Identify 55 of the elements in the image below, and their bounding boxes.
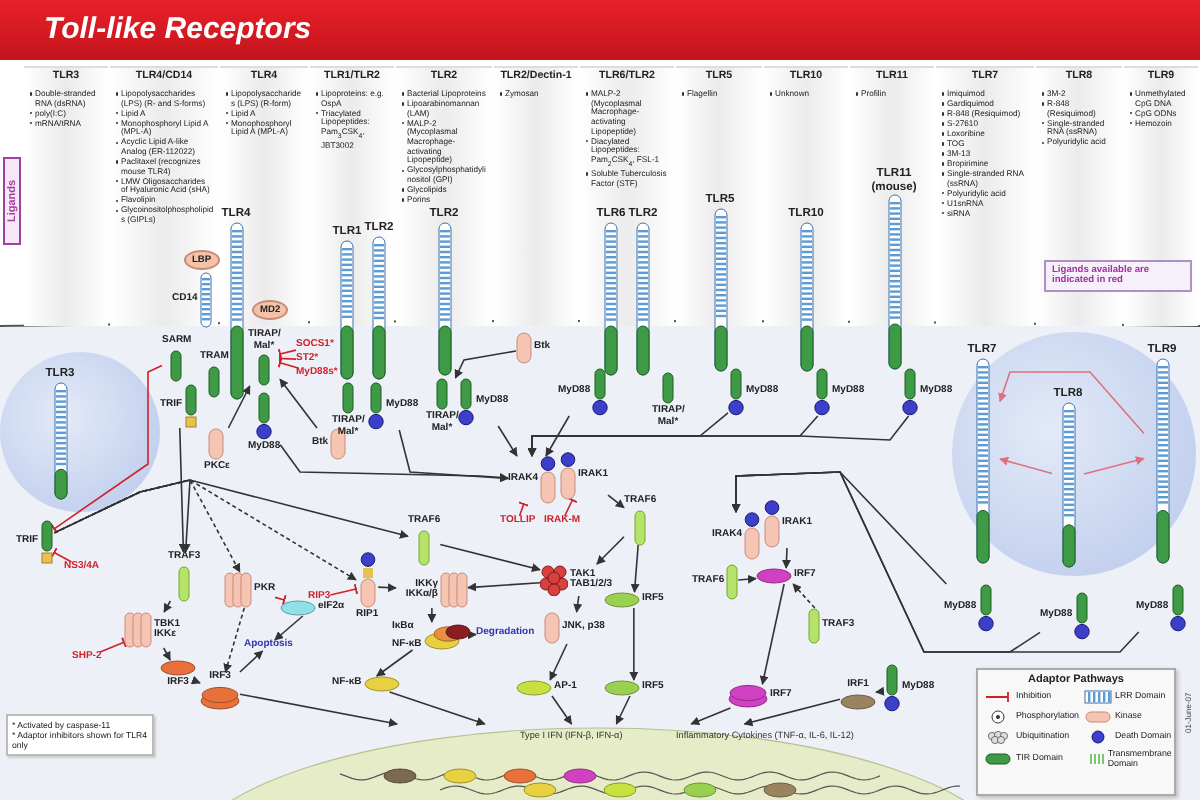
arrow bbox=[274, 615, 304, 641]
arrow bbox=[999, 456, 1053, 475]
arrow bbox=[375, 649, 414, 677]
arrow bbox=[467, 630, 477, 640]
arrow bbox=[782, 547, 791, 569]
arrow bbox=[607, 494, 625, 509]
arrow bbox=[279, 378, 318, 429]
inhibition-line bbox=[278, 352, 297, 365]
arrow bbox=[1083, 456, 1145, 475]
arrow bbox=[690, 707, 732, 726]
inhibition-line bbox=[50, 364, 163, 534]
arrow bbox=[439, 543, 541, 573]
arrow bbox=[998, 371, 1145, 435]
arrow bbox=[545, 415, 570, 457]
arrow bbox=[377, 583, 397, 593]
arrow bbox=[239, 650, 264, 673]
arrow bbox=[549, 643, 568, 681]
inhibition-line bbox=[518, 501, 530, 517]
arrow bbox=[596, 535, 625, 565]
inhibition-line bbox=[277, 356, 299, 369]
arrow bbox=[163, 600, 173, 613]
arrow bbox=[190, 675, 201, 685]
arrow bbox=[875, 686, 885, 696]
inhibition-line bbox=[50, 547, 73, 563]
arrow bbox=[743, 698, 841, 727]
arrow bbox=[53, 479, 409, 539]
inhibition-line bbox=[99, 636, 127, 653]
arrow bbox=[615, 695, 631, 725]
arrow bbox=[630, 544, 640, 593]
arrow bbox=[454, 350, 517, 379]
arrow bbox=[279, 443, 509, 482]
inhibition-line bbox=[277, 348, 297, 360]
arrow bbox=[178, 427, 188, 553]
arrow bbox=[573, 595, 583, 613]
dashed-arrow bbox=[223, 607, 246, 673]
arrow bbox=[731, 471, 1140, 653]
title: Toll-like Receptors bbox=[0, 0, 1200, 60]
dashed-arrow bbox=[53, 479, 357, 581]
arrow bbox=[527, 415, 910, 457]
arrow bbox=[162, 647, 171, 661]
arrow bbox=[737, 574, 757, 584]
arrow bbox=[398, 429, 509, 483]
arrow bbox=[388, 691, 486, 726]
dashed-arrow bbox=[792, 583, 816, 609]
arrow bbox=[551, 695, 573, 725]
arrow bbox=[239, 693, 398, 727]
arrow bbox=[497, 425, 518, 457]
inhibition-line bbox=[563, 496, 578, 517]
arrow bbox=[629, 607, 639, 681]
arrow bbox=[467, 581, 541, 592]
arrow bbox=[227, 385, 251, 429]
arrow bbox=[427, 607, 437, 623]
inhibition-line bbox=[329, 583, 359, 596]
arrow bbox=[759, 583, 785, 685]
inhibition-line bbox=[274, 594, 287, 606]
